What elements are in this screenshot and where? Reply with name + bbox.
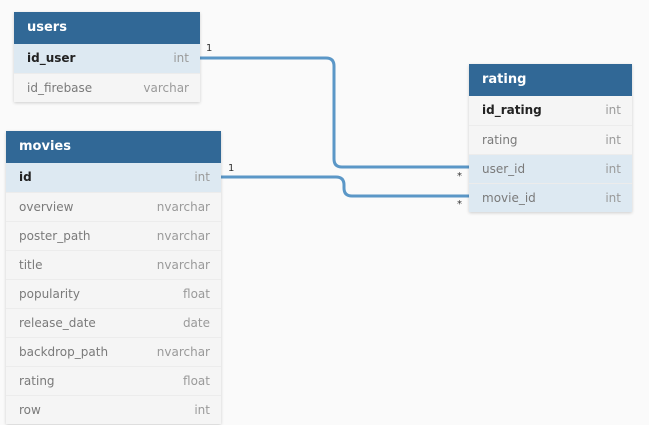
field-name: poster_path: [19, 229, 91, 243]
field-type: int: [173, 51, 189, 65]
field-name: popularity: [19, 287, 80, 301]
table-row[interactable]: rating float: [6, 366, 221, 395]
field-name: overview: [19, 200, 74, 214]
table-row[interactable]: title nvarchar: [6, 250, 221, 279]
table-row[interactable]: id_rating int: [469, 96, 632, 125]
table-row[interactable]: rating int: [469, 125, 632, 154]
table-row[interactable]: id int: [6, 163, 221, 192]
table-movies[interactable]: movies id int overview nvarchar poster_p…: [6, 131, 221, 424]
field-type: nvarchar: [156, 200, 210, 214]
field-name: rating: [19, 374, 55, 388]
field-name: row: [19, 403, 41, 417]
field-type: int: [194, 170, 210, 184]
field-type: int: [605, 162, 621, 176]
cardinality-rating-movie-many: *: [457, 199, 462, 210]
table-row[interactable]: row int: [6, 395, 221, 424]
table-row[interactable]: release_date date: [6, 308, 221, 337]
field-type: nvarchar: [156, 345, 210, 359]
cardinality-users-one: 1: [206, 43, 213, 54]
field-type: int: [605, 191, 621, 205]
cardinality-movies-one: 1: [228, 163, 235, 174]
table-row[interactable]: overview nvarchar: [6, 192, 221, 221]
table-users-header[interactable]: users: [14, 12, 200, 44]
link-users-rating[interactable]: [198, 56, 471, 169]
table-row[interactable]: poster_path nvarchar: [6, 221, 221, 250]
field-name: title: [19, 258, 43, 272]
field-type: nvarchar: [156, 229, 210, 243]
table-rating-header[interactable]: rating: [469, 64, 632, 96]
field-name: id: [19, 170, 32, 184]
field-type: int: [194, 403, 210, 417]
field-type: varchar: [143, 81, 189, 95]
table-row[interactable]: popularity float: [6, 279, 221, 308]
field-name: rating: [482, 133, 518, 147]
field-type: int: [605, 103, 621, 117]
table-row[interactable]: id_user int: [14, 44, 200, 73]
field-type: nvarchar: [156, 258, 210, 272]
field-name: id_user: [27, 51, 76, 65]
table-row[interactable]: movie_id int: [469, 183, 632, 212]
field-name: movie_id: [482, 191, 536, 205]
table-row[interactable]: backdrop_path nvarchar: [6, 337, 221, 366]
table-row[interactable]: user_id int: [469, 154, 632, 183]
link-movies-rating[interactable]: [219, 175, 471, 198]
field-type: date: [182, 316, 210, 330]
field-name: backdrop_path: [19, 345, 109, 359]
field-name: release_date: [19, 316, 96, 330]
field-type: float: [183, 374, 210, 388]
cardinality-rating-user-many: *: [457, 171, 462, 182]
table-row[interactable]: id_firebase varchar: [14, 73, 200, 102]
field-name: id_firebase: [27, 81, 93, 95]
field-name: user_id: [482, 162, 526, 176]
field-name: id_rating: [482, 103, 542, 117]
field-type: float: [183, 287, 210, 301]
table-movies-header[interactable]: movies: [6, 131, 221, 163]
field-type: int: [605, 133, 621, 147]
table-users[interactable]: users id_user int id_firebase varchar: [14, 12, 200, 102]
table-rating[interactable]: rating id_rating int rating int user_id …: [469, 64, 632, 212]
